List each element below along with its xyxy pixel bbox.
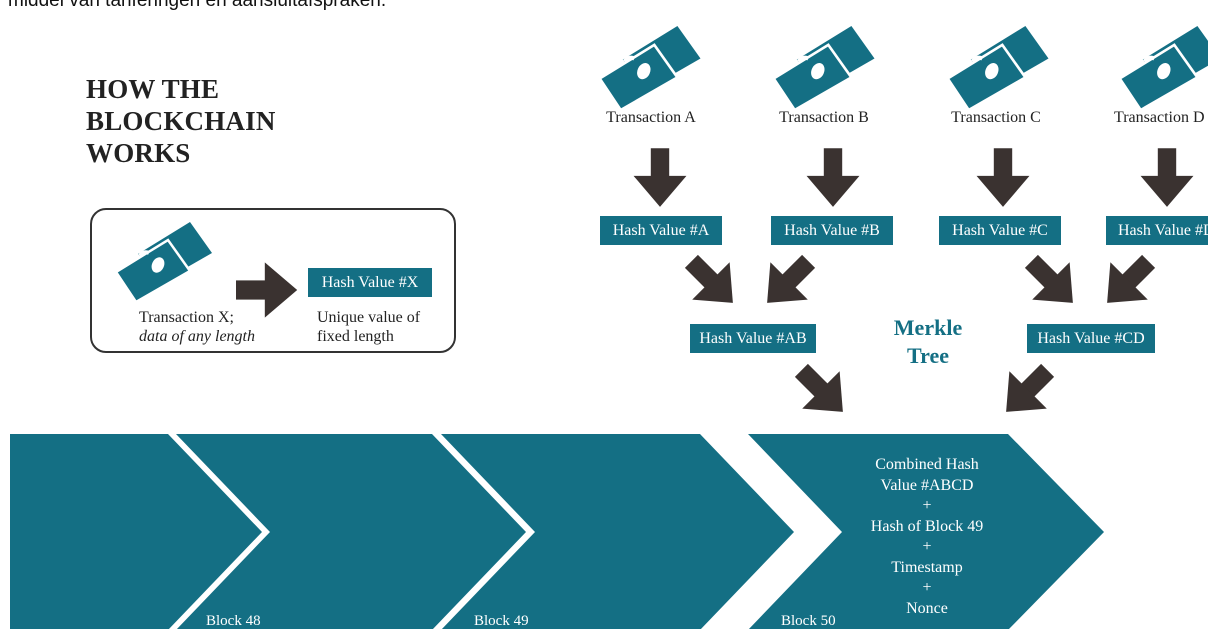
arrow-c-icon (976, 148, 1030, 207)
arrow-b-icon (806, 148, 860, 207)
block-50-contents: Combined Hash Value #ABCD + Hash of Bloc… (822, 455, 1032, 619)
legend-desc-line2: fixed length (317, 328, 394, 345)
transaction-c-label: Transaction C (951, 109, 1041, 126)
hash-c-box: Hash Value #C (939, 216, 1061, 245)
hash-a-box: Hash Value #A (600, 216, 722, 245)
legend-transaction-line2: data of any length (139, 328, 255, 345)
arrow-ab-block-icon (782, 351, 862, 431)
hash-b-box: Hash Value #B (771, 216, 893, 245)
block-48-chevron (10, 434, 262, 629)
title-line-3: WORKS (86, 138, 191, 168)
legend-transaction-line1: Transaction X; (139, 309, 234, 326)
arrow-cd-block-icon (987, 351, 1067, 431)
transaction-a-label: Transaction A (606, 109, 696, 126)
transaction-c-icon (948, 26, 1049, 110)
legend-box (90, 208, 456, 353)
merkle-line-2: Tree (907, 343, 949, 368)
arrow-b-ab-icon (748, 242, 828, 322)
transaction-d-icon (1120, 26, 1208, 110)
top-text: middel van tariferingen en aansluitafspr… (8, 0, 387, 11)
merkle-tree-label: Merkle Tree (880, 314, 976, 370)
block-50-prev-chevron (441, 434, 794, 629)
block-49-label: Block 49 (474, 613, 529, 629)
block-50-label: Block 50 (781, 613, 836, 629)
block-content-line: + (922, 497, 932, 514)
transaction-a-icon (600, 26, 701, 110)
legend-hash-box: Hash Value #X (308, 268, 432, 297)
title-line-1: HOW THE (86, 74, 220, 104)
arrow-c-cd-icon (1012, 242, 1092, 322)
hash-d-box: Hash Value #D (1106, 216, 1208, 245)
block-content-line: + (922, 538, 932, 555)
block-49-chevron (176, 434, 526, 629)
title-line-2: BLOCKCHAIN (86, 106, 276, 136)
transaction-b-icon (774, 26, 875, 110)
block-content-line: Timestamp (891, 558, 963, 576)
block-content-line: + (922, 579, 932, 596)
transaction-b-label: Transaction B (779, 109, 869, 126)
transaction-d-label: Transaction D (1114, 109, 1205, 126)
arrow-a-ab-icon (672, 242, 752, 322)
block-content-line: Value #ABCD (880, 476, 974, 494)
hash-ab-box: Hash Value #AB (690, 324, 816, 353)
block-48-label: Block 48 (206, 613, 261, 629)
arrow-a-icon (633, 148, 687, 207)
block-content-line: Combined Hash (875, 456, 979, 473)
hash-cd-box: Hash Value #CD (1027, 324, 1155, 353)
block-50-chevron (748, 434, 1104, 629)
arrow-d-icon (1140, 148, 1194, 207)
block-content-line: Hash of Block 49 (870, 517, 984, 535)
legend-desc-line1: Unique value of (317, 309, 421, 326)
arrow-d-cd-icon (1088, 242, 1168, 322)
merkle-line-1: Merkle (893, 315, 963, 340)
block-content-line: Nonce (906, 599, 948, 617)
